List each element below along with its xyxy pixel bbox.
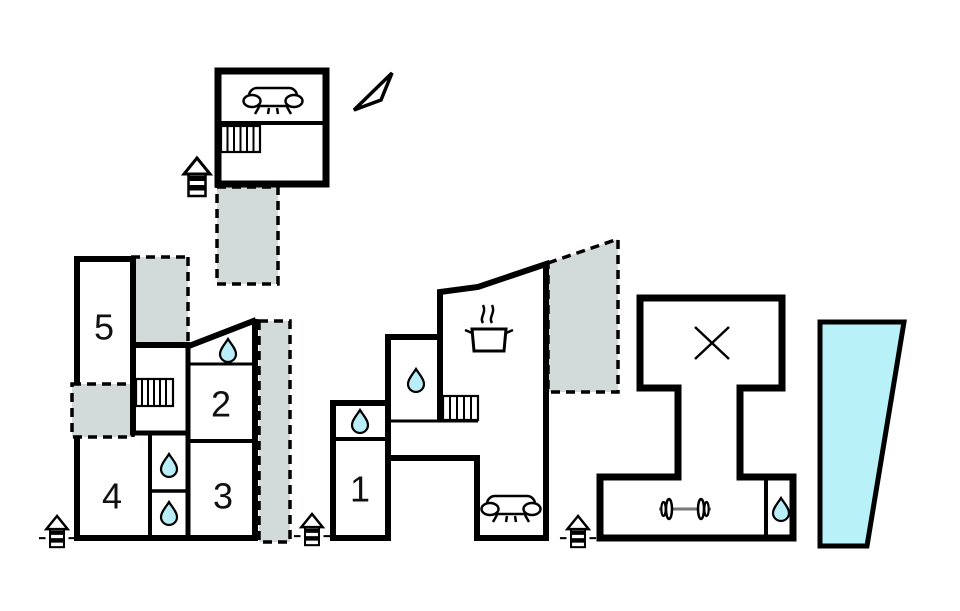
room-label-5: 5 — [94, 307, 114, 348]
x-mark-icon — [694, 326, 730, 360]
entrance-arrow-icon — [559, 514, 597, 549]
stairs-icon — [441, 394, 480, 422]
middle-house: 1 — [293, 236, 620, 547]
left-house: 5 2 3 4 — [38, 255, 292, 549]
room-label-4: 4 — [102, 476, 122, 517]
cooking-pot-icon — [464, 304, 514, 353]
terrace-dashed-strip — [257, 319, 292, 544]
terrace-dashed-area — [546, 236, 620, 394]
entrance-arrow-icon — [38, 514, 76, 549]
upper-house — [182, 67, 330, 286]
entrance-arrow-icon — [293, 512, 331, 547]
north-arrow — [352, 71, 394, 112]
outer-wall — [74, 438, 258, 541]
gym-house — [559, 294, 797, 549]
entrance-arrow-icon — [182, 156, 212, 198]
terrace-area — [133, 257, 188, 345]
stairs-icon — [134, 377, 175, 408]
upper-house-terrace — [215, 185, 280, 286]
room-label-3: 3 — [213, 476, 233, 517]
swimming-pool — [817, 319, 907, 549]
outer-wall — [74, 256, 136, 383]
dumbbell-icon — [659, 497, 711, 521]
stairs-icon — [219, 124, 262, 154]
terrace-dashed-area — [70, 382, 135, 439]
sloped-wall — [183, 317, 258, 351]
gym-house-outline — [596, 294, 797, 542]
room-label-2: 2 — [211, 384, 231, 425]
room-label-1: 1 — [350, 469, 370, 510]
